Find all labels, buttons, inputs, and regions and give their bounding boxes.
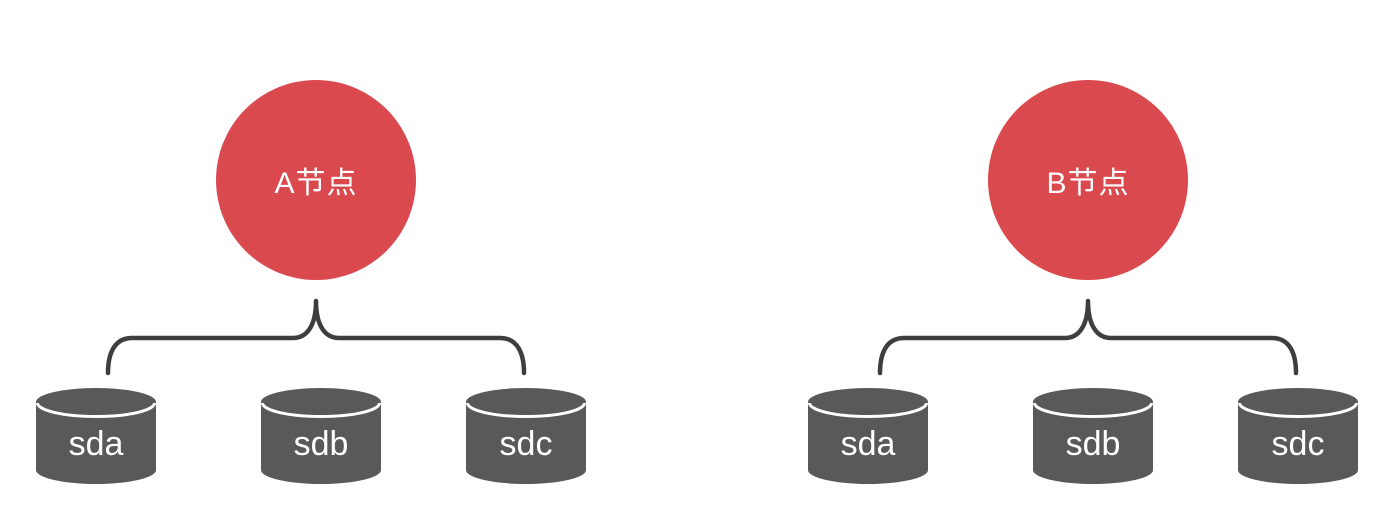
disk-label: sdb	[1065, 424, 1121, 463]
cylinder-shape	[1033, 388, 1153, 484]
node-a-group: A节点 sda sdb sdc	[36, 0, 586, 528]
brace-connector	[877, 298, 1299, 376]
disk-cylinder-sdb: sdb	[261, 388, 381, 484]
cylinder-shape	[808, 388, 928, 484]
node-circle-shape	[216, 80, 416, 280]
cylinder-shape	[1238, 388, 1358, 484]
node-a-label: A节点	[274, 167, 358, 200]
cylinder-shape	[466, 388, 586, 484]
disk-label: sdc	[1271, 424, 1325, 463]
node-b-label: B节点	[1046, 167, 1130, 200]
node-a-circle: A节点	[216, 80, 416, 280]
disk-cylinder-sdc: sdc	[466, 388, 586, 484]
disk-label: sdc	[499, 424, 553, 463]
brace-connector	[105, 298, 527, 376]
disk-cylinder-sda: sda	[808, 388, 928, 484]
disk-label: sdb	[293, 424, 349, 463]
cylinder-shape	[261, 388, 381, 484]
node-b-group: B节点 sda sdb sdc	[808, 0, 1358, 528]
node-b-circle: B节点	[988, 80, 1188, 280]
disk-cylinder-sda: sda	[36, 388, 156, 484]
cylinder-shape	[36, 388, 156, 484]
disk-cylinder-sdb: sdb	[1033, 388, 1153, 484]
disk-label: sda	[840, 424, 896, 463]
disk-cylinder-sdc: sdc	[1238, 388, 1358, 484]
node-circle-shape	[988, 80, 1188, 280]
disk-label: sda	[68, 424, 124, 463]
